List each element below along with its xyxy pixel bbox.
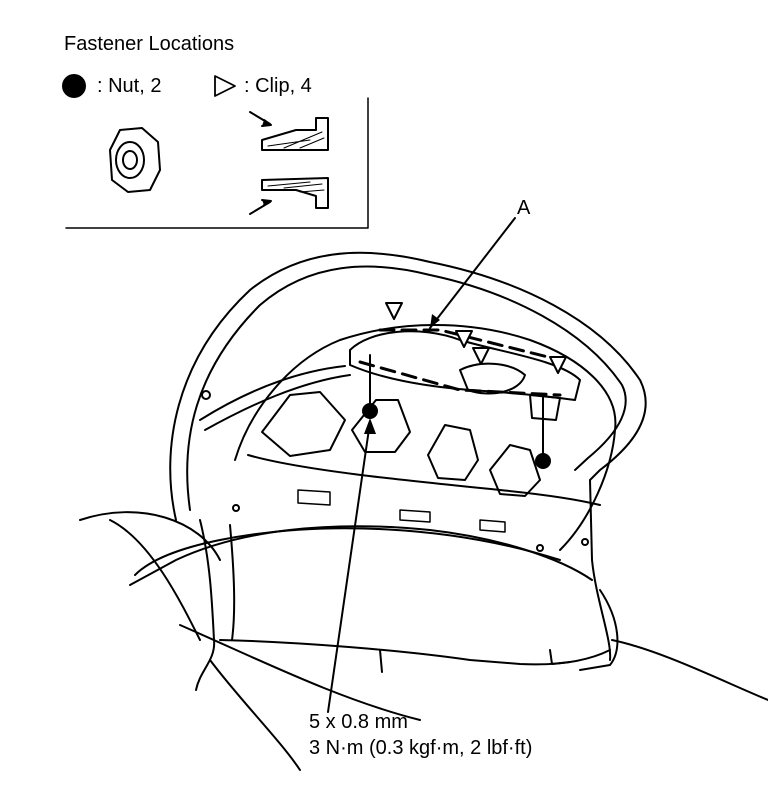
- clip-marker: [385, 302, 403, 320]
- clip-legend-label: : Clip, 4: [244, 75, 312, 97]
- torque-spec: 3 N·m (0.3 kgf·m, 2 lbf·ft): [309, 737, 533, 759]
- clip-marker: [549, 356, 567, 374]
- nut-size-spec: 5 x 0.8 mm: [309, 711, 408, 733]
- legend-title: Fastener Locations: [64, 33, 235, 55]
- nut-marker: [362, 403, 378, 419]
- nut-illustration: [109, 127, 161, 193]
- clip-marker: [472, 347, 490, 365]
- leader-arrowhead-spec: [364, 418, 376, 434]
- nut-legend-icon: [62, 74, 86, 98]
- clip-legend-icon: [214, 75, 236, 97]
- clip-marker: [455, 330, 473, 348]
- callout-label-a: A: [517, 197, 531, 219]
- clip-illustration-top: [249, 111, 329, 151]
- leader-arrowhead-a: [430, 314, 440, 328]
- clip-illustration-bottom: [249, 177, 329, 215]
- legend-frame: [65, 97, 369, 229]
- nut-legend-label: : Nut, 2: [97, 75, 162, 97]
- nut-marker: [535, 453, 551, 469]
